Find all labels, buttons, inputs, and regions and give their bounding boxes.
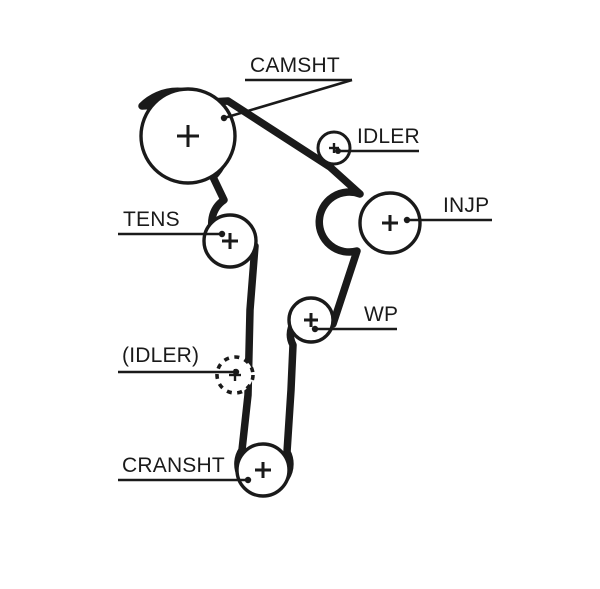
label-injp-endpoint-dot bbox=[403, 216, 411, 224]
label-idler[interactable]: IDLER bbox=[335, 125, 420, 154]
camshaft-pulley-center-cross bbox=[177, 125, 199, 147]
label-wp[interactable]: WP bbox=[311, 303, 398, 333]
idler-pulley-center-cross bbox=[329, 143, 339, 153]
label-wp-endpoint-dot bbox=[311, 325, 319, 333]
label-tens-endpoint-dot bbox=[218, 230, 226, 238]
label-idler-endpoint-dot bbox=[335, 148, 341, 154]
camshaft-pulley[interactable] bbox=[139, 87, 237, 185]
water-pump-pulley-center-cross bbox=[304, 313, 318, 327]
label-idler-optional-endpoint-dot bbox=[232, 368, 240, 376]
tensioner-pulley-center-cross bbox=[222, 233, 238, 249]
injection-pump-pulley[interactable] bbox=[358, 191, 422, 255]
label-idler-optional[interactable]: (IDLER) bbox=[118, 344, 240, 376]
label-idler-optional-text: (IDLER) bbox=[122, 344, 199, 367]
label-camsht[interactable]: CAMSHT bbox=[220, 54, 353, 122]
label-camsht-text: CAMSHT bbox=[250, 54, 340, 77]
label-idler-text: IDLER bbox=[357, 125, 420, 148]
label-cransht[interactable]: CRANSHT bbox=[118, 454, 252, 484]
label-wp-text: WP bbox=[364, 303, 398, 326]
label-cransht-endpoint-dot bbox=[244, 476, 252, 484]
label-injp-text: INJP bbox=[443, 194, 489, 217]
crankshaft-pulley[interactable] bbox=[235, 442, 291, 498]
label-tens-text: TENS bbox=[123, 208, 180, 231]
tensioner-pulley[interactable] bbox=[202, 213, 258, 269]
label-tens[interactable]: TENS bbox=[118, 208, 226, 238]
idler-pulley[interactable] bbox=[316, 130, 352, 166]
label-camsht-leader bbox=[223, 78, 353, 120]
label-cransht-text: CRANSHT bbox=[122, 454, 225, 477]
water-pump-pulley[interactable] bbox=[287, 296, 335, 344]
label-injp[interactable]: INJP bbox=[403, 194, 492, 224]
label-camsht-endpoint-dot bbox=[220, 114, 228, 122]
injection-pump-pulley-center-cross bbox=[382, 215, 398, 231]
crankshaft-pulley-center-cross bbox=[255, 462, 271, 478]
